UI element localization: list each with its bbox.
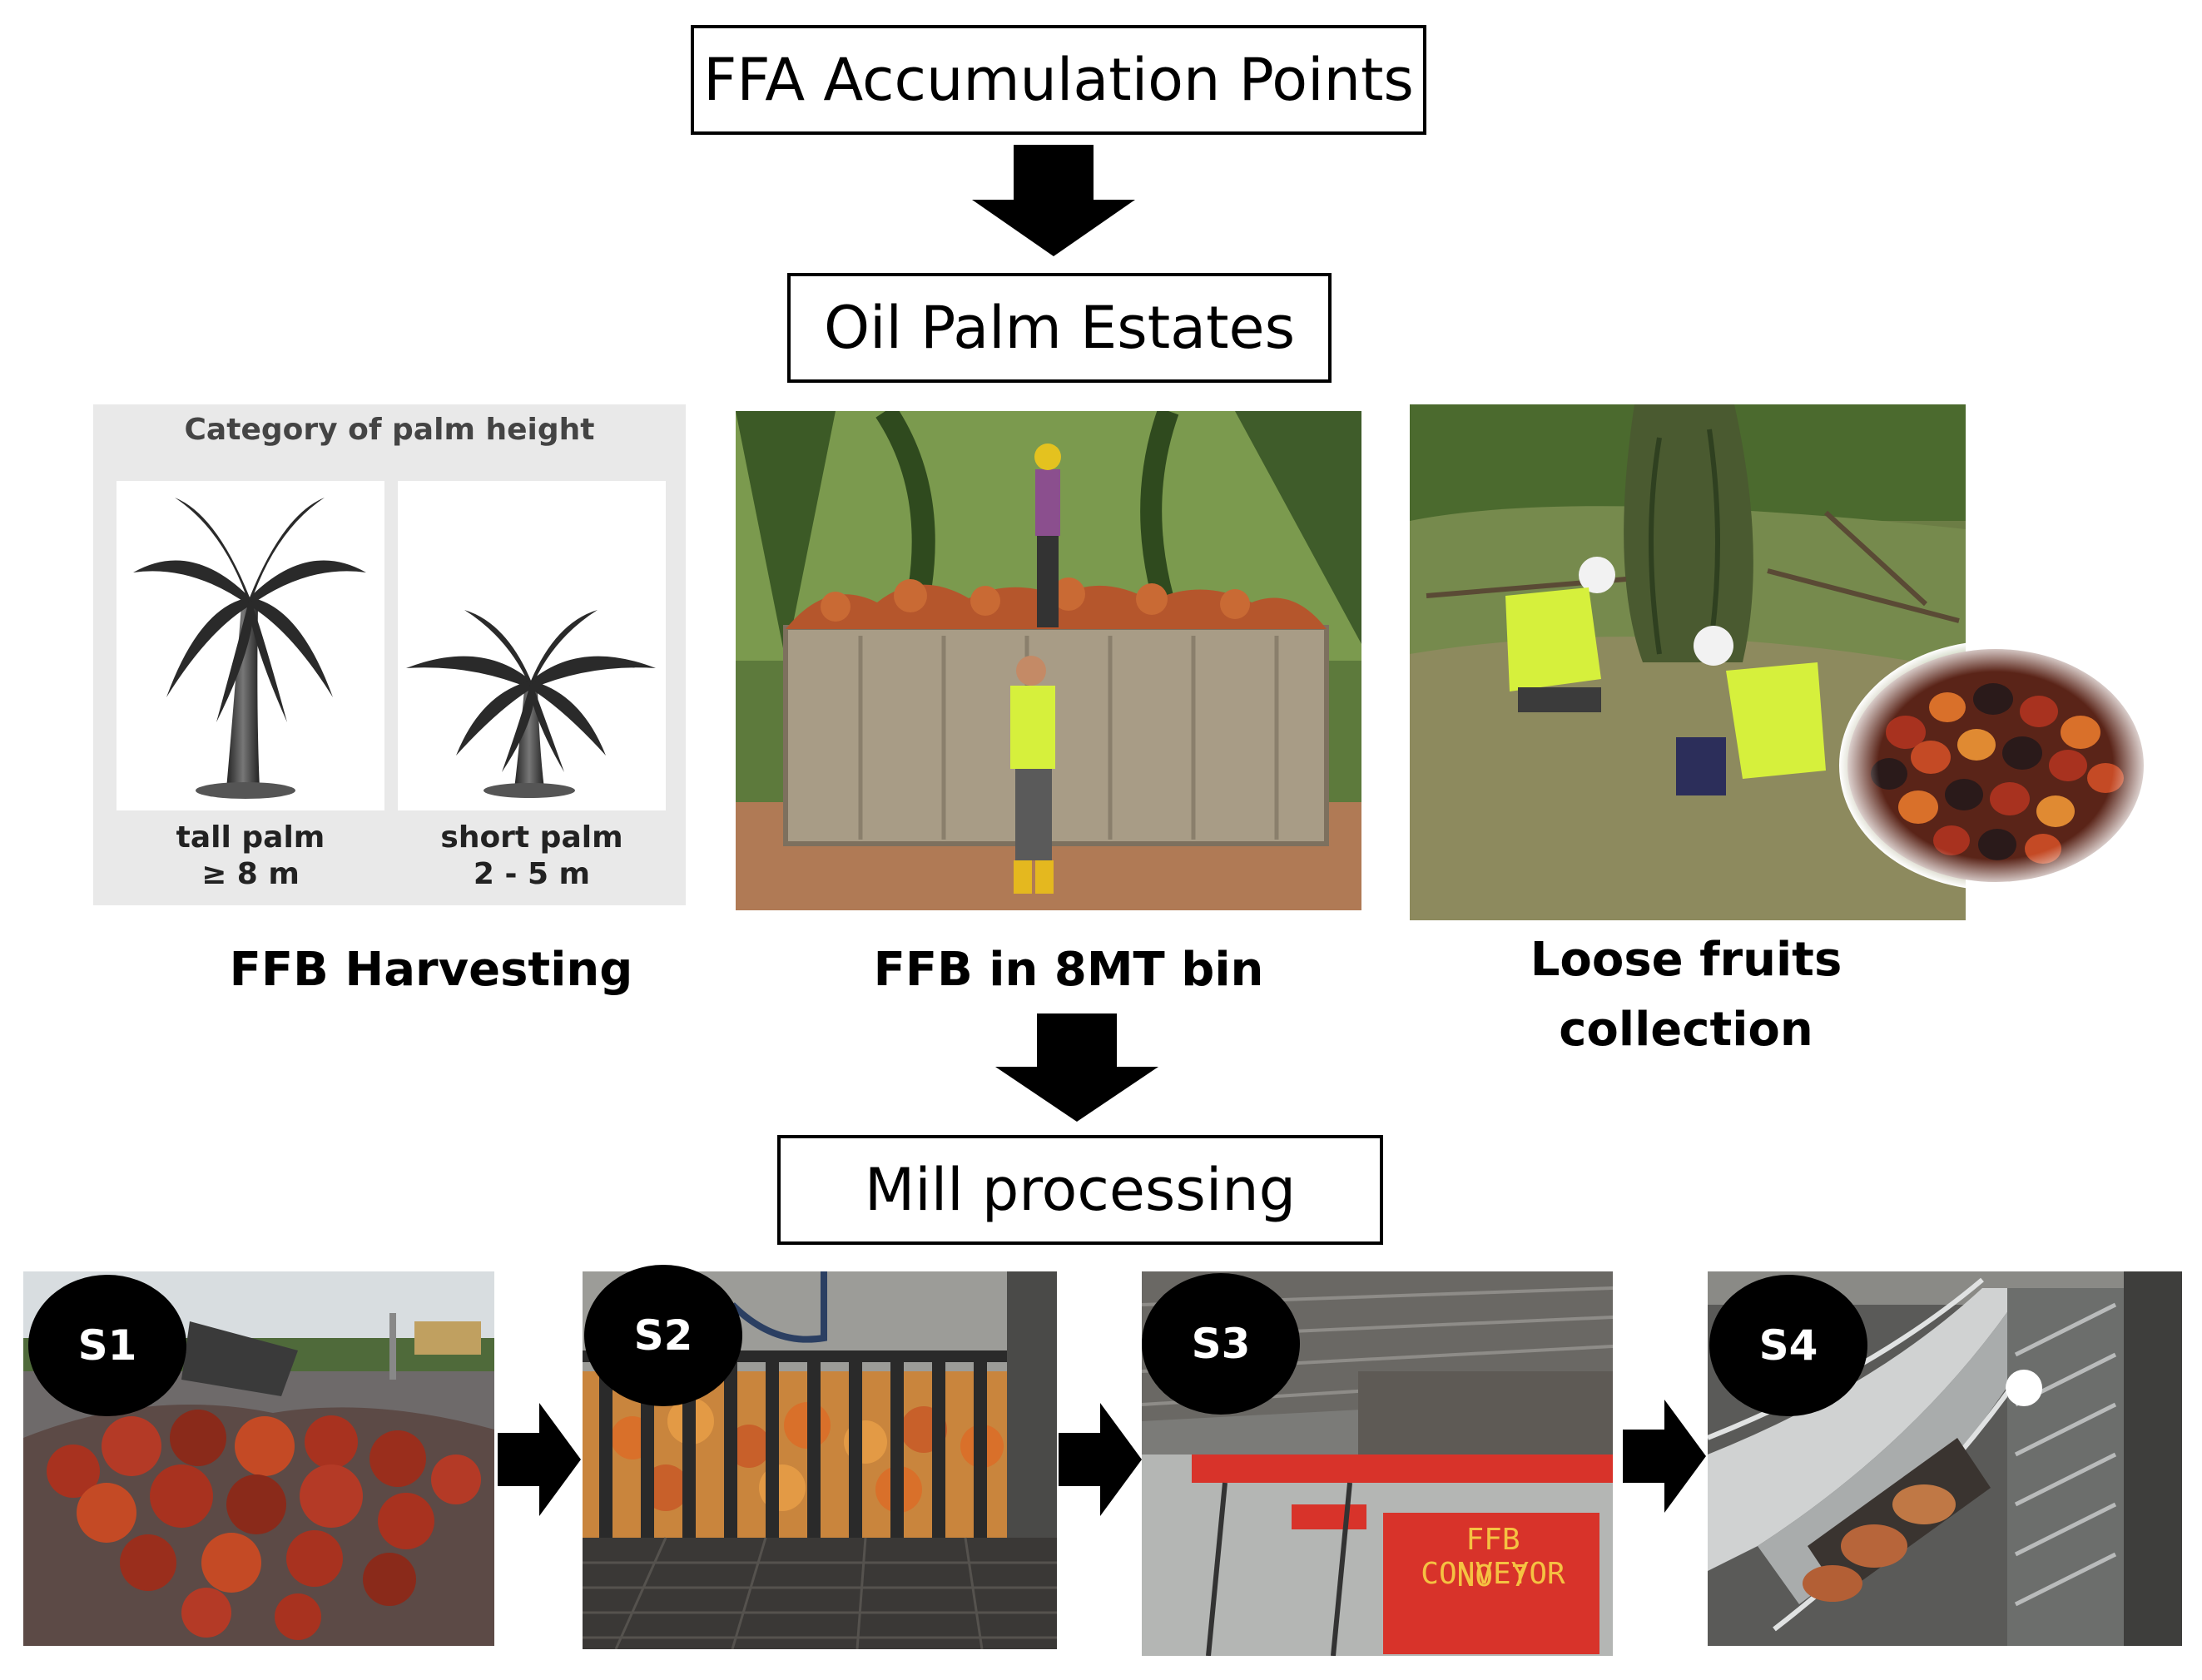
palm-tree-icon — [406, 610, 656, 798]
ffb-bin-photo — [736, 411, 1361, 910]
tall-palm-card — [117, 481, 384, 810]
short-palm-height: 2 - 5 m — [473, 857, 591, 891]
arrow-right-icon — [498, 1403, 581, 1516]
mill-box: Mill processing — [777, 1135, 1383, 1245]
conveyor-sign-line1: FFB CONVEYOR — [1421, 1523, 1565, 1591]
bin-caption: FFB in 8MT bin — [873, 943, 1264, 997]
title-box: FFA Accumulation Points — [691, 25, 1426, 135]
arrow-right-icon — [1059, 1403, 1142, 1516]
loose-fruits-photo — [1410, 404, 1966, 920]
stage-s2-photo — [583, 1271, 1057, 1649]
title-text: FFA Accumulation Points — [703, 46, 1414, 114]
short-palm-label: short palm — [440, 820, 623, 855]
arrow-down-icon — [995, 1013, 1158, 1122]
stage-s2-badge: S2 — [584, 1265, 742, 1406]
stage-s4-badge: S4 — [1709, 1275, 1867, 1416]
mill-text: Mill processing — [864, 1156, 1297, 1224]
harvesting-caption: FFB Harvesting — [229, 943, 633, 997]
palm-category-heading: Category of palm height — [184, 413, 595, 447]
conveyor-sign-line2: NO 7 — [1456, 1559, 1530, 1593]
loose-fruit-pile — [1839, 641, 2152, 890]
loose-fruits-caption-line2: collection — [1559, 1003, 1813, 1057]
estates-text: Oil Palm Estates — [823, 294, 1296, 362]
estates-box: Oil Palm Estates — [787, 273, 1332, 383]
palm-tree-icon — [133, 498, 366, 799]
tall-palm-label: tall palm — [176, 820, 325, 855]
stage-s1-badge: S1 — [28, 1275, 186, 1416]
arrow-right-icon — [1623, 1400, 1706, 1513]
stage-s3-badge: S3 — [1142, 1273, 1300, 1415]
palm-height-panel: Category of palm height — [93, 404, 686, 905]
short-palm-card — [398, 481, 666, 810]
loose-fruits-caption-line1: Loose fruits — [1530, 933, 1842, 987]
arrow-down-icon — [972, 145, 1135, 256]
stage-s1-photo — [23, 1271, 494, 1646]
tall-palm-height: ≥ 8 m — [201, 857, 300, 891]
